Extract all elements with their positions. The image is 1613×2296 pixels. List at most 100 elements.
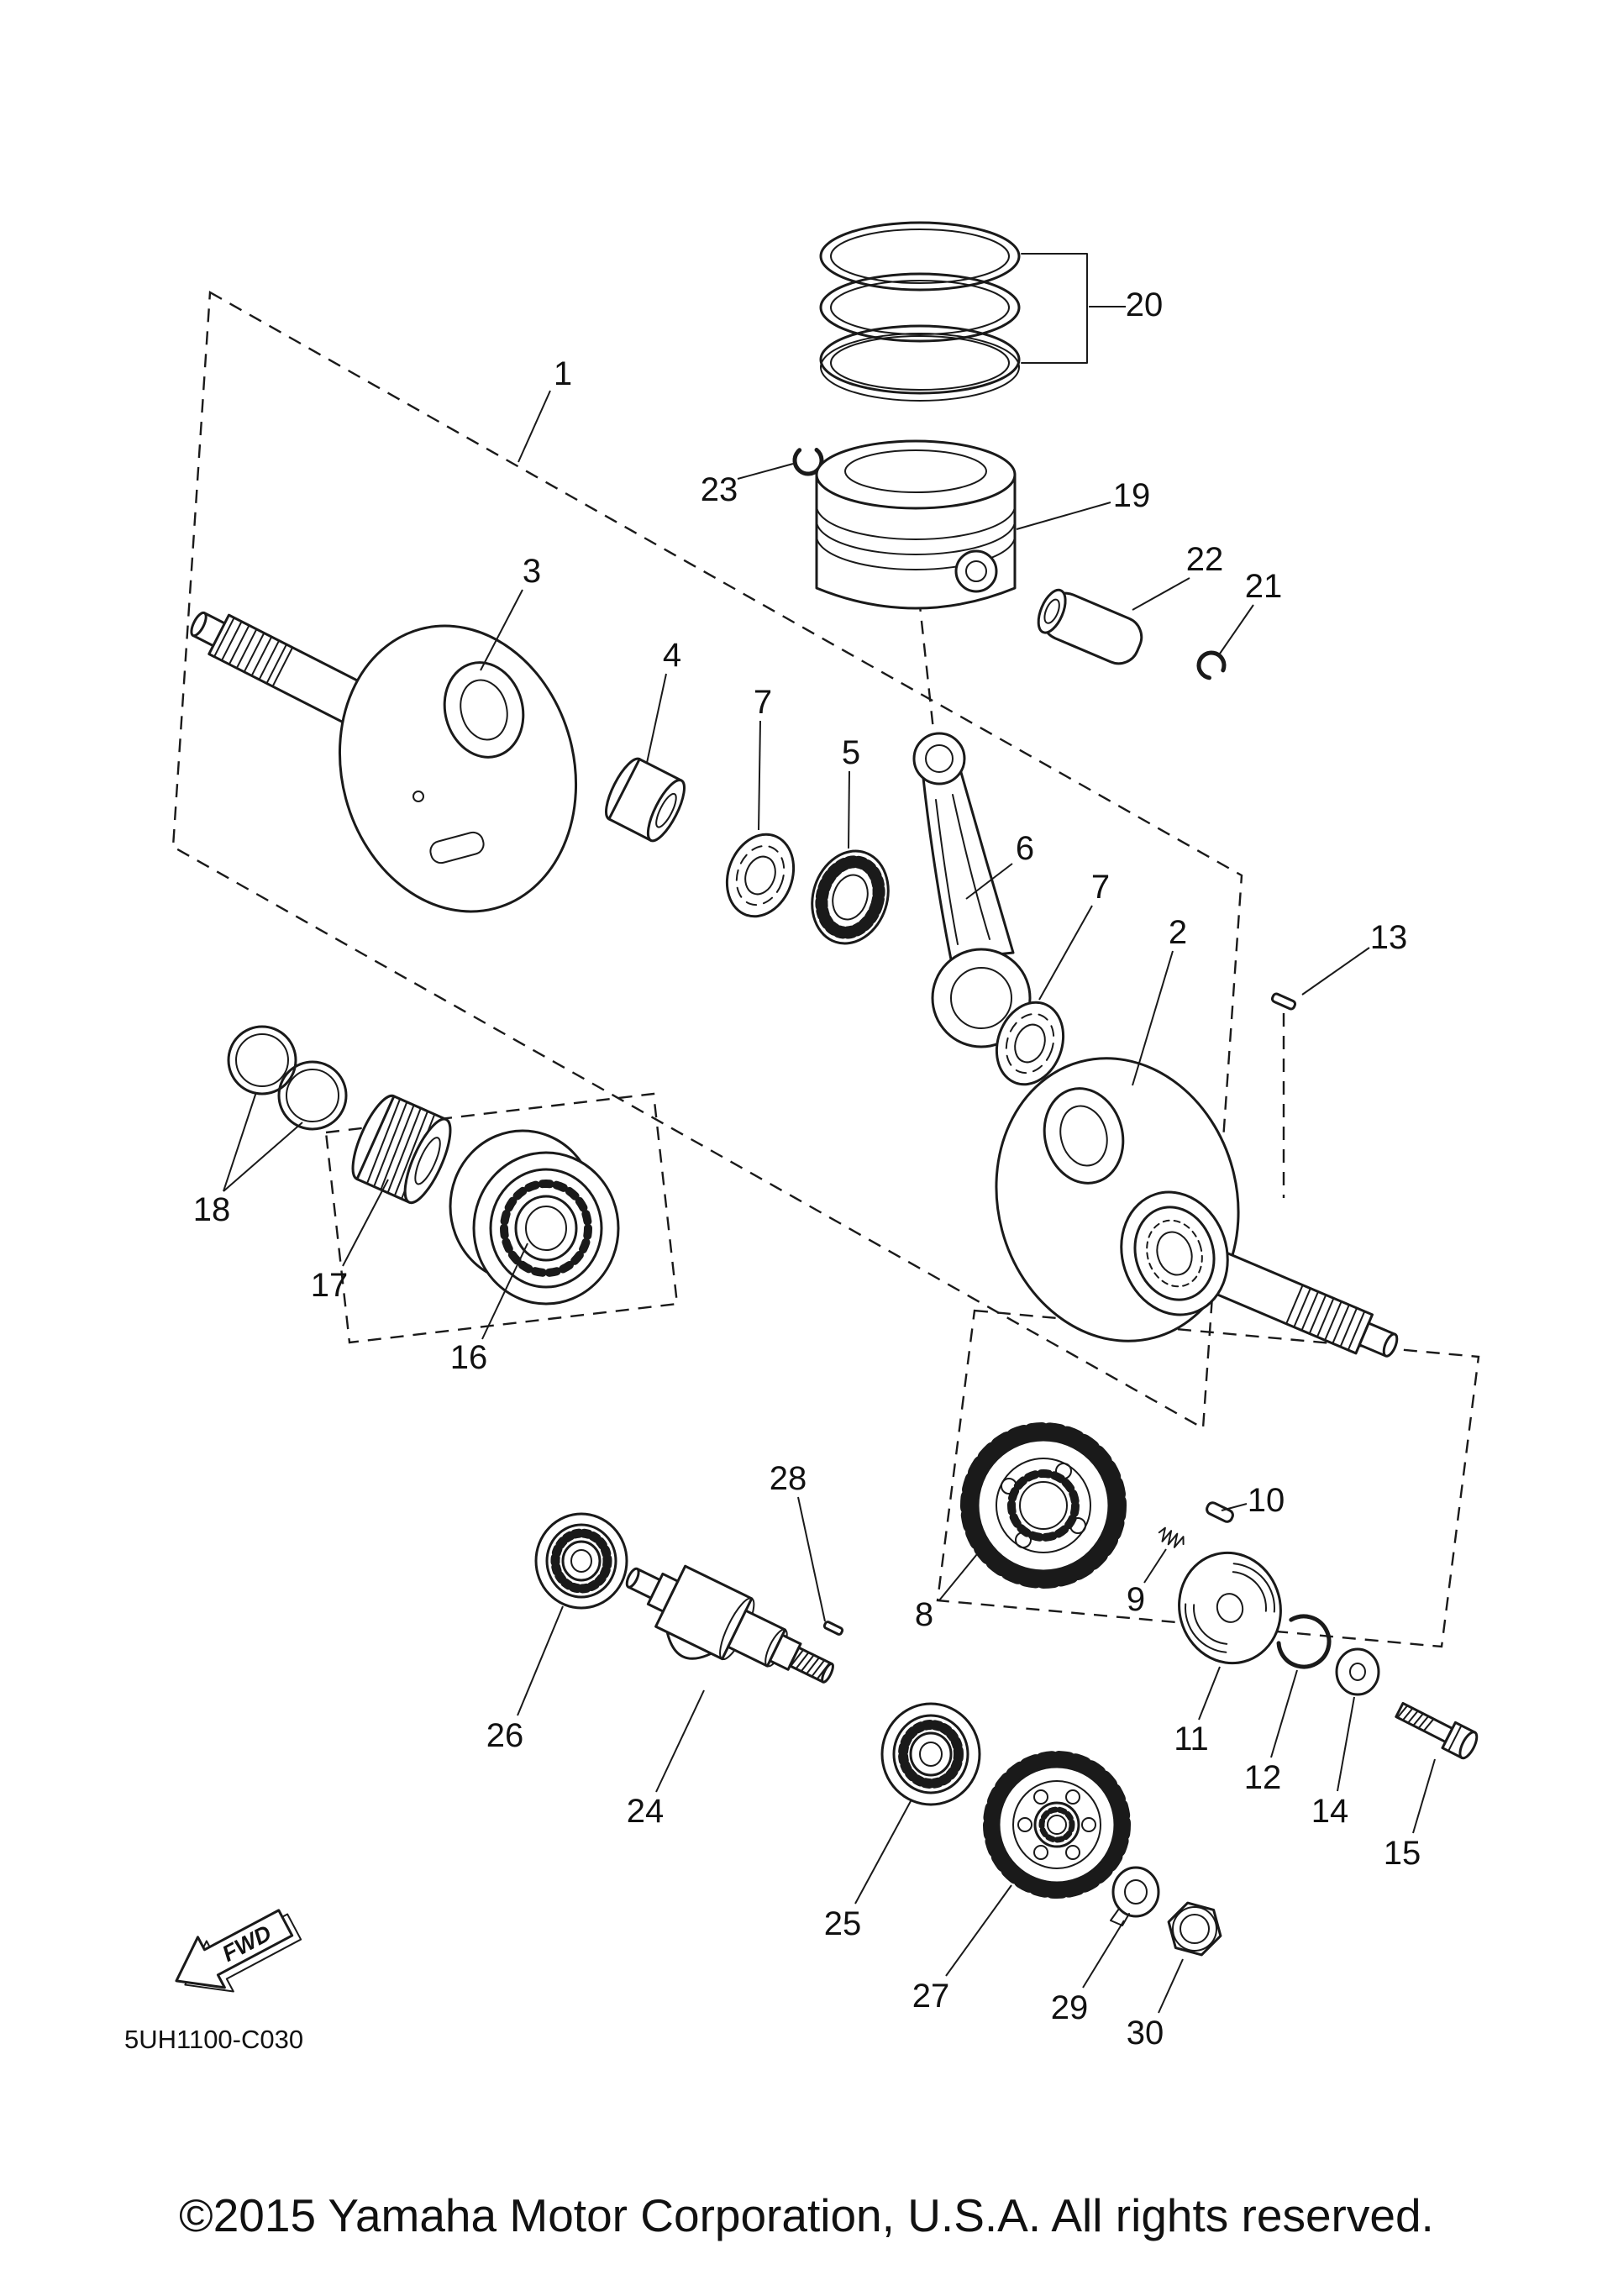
callout-leader-15 [1412,1758,1436,1834]
piston-pin [1037,588,1143,665]
callout-label-9: 9 [1127,1581,1145,1618]
callout-label-4: 4 [663,637,681,674]
plain-washer [1335,1647,1380,1696]
callout-label-18: 18 [193,1191,231,1228]
crank-half-right [995,1057,1399,1358]
big-end-needle-bearing [811,849,890,945]
callout-label-5: 5 [842,734,860,771]
balancer-bearing-right [880,1702,981,1806]
assembly-outline-dashed [171,291,1480,1648]
callout-label-29: 29 [1051,1989,1089,2026]
callout-label-27: 27 [912,1978,950,2015]
callout-leader-17 [342,1179,389,1267]
callout-leader-4 [646,673,667,764]
callout-leader-21 [1219,604,1254,654]
callout-leader-19 [1016,502,1111,530]
callout-leader-29 [1082,1920,1125,1989]
callout-label-16: 16 [450,1339,488,1376]
callout-leader-8 [938,1553,978,1601]
callout-leader-30 [1158,1958,1184,2014]
fwd-arrow: FWD [175,1909,302,1993]
balancer-nut [1167,1901,1222,1957]
callout-leader-6 [965,863,1013,900]
lock-washer [1110,1866,1160,1926]
piston-ring-set [819,221,1088,402]
callout-leader-2 [1132,950,1174,1086]
callout-leader-28 [797,1496,826,1622]
callout-label-24: 24 [627,1793,665,1830]
piston-pin-clip-right [1196,650,1227,680]
retainer-plate [1178,1551,1282,1665]
callout-leader-16 [481,1243,528,1340]
callout-label-8: 8 [915,1596,933,1633]
piston-rod-axis-line [917,597,936,738]
balancer-bearing-left [534,1512,628,1610]
balancer-gear-group-outline [936,1309,1480,1648]
callout-label-6: 6 [1016,830,1034,867]
crank-half-left [190,611,578,913]
callout-leader-7 [1038,905,1093,1001]
callout-label-11: 11 [1174,1721,1209,1757]
callout-label-3: 3 [523,553,541,590]
callout-label-12: 12 [1244,1759,1282,1796]
crankshaft-main-bearing [449,1129,620,1306]
thrust-washer-left [725,833,796,918]
callout-leader-9 [1143,1548,1167,1584]
callout-label-1: 1 [554,355,572,392]
o-rings [227,1025,348,1131]
callout-label-2: 2 [1169,914,1187,951]
copyright-text: ©2015 Yamaha Motor Corporation, U.S.A. A… [179,2189,1434,2241]
callout-label-26: 26 [486,1717,524,1754]
callout-leader-12 [1270,1669,1298,1758]
callout-leader-23 [737,463,794,480]
callout-leader-26 [517,1605,564,1716]
callout-leader-14 [1337,1696,1355,1792]
balancer-key [822,1621,844,1636]
callout-label-17: 17 [311,1267,349,1304]
balancer-driven-gear [983,1751,1131,1899]
callout-leader-18 [223,1122,303,1192]
callout-leader-24 [655,1689,705,1793]
callout-leader-1 [518,390,551,463]
connecting-rod [912,732,1032,1048]
callout-label-10: 10 [1248,1482,1285,1519]
snap-ring [1276,1614,1332,1669]
detent-spring [1158,1526,1185,1548]
flange-bolt [1395,1701,1479,1760]
callout-label-20: 20 [1126,286,1164,323]
diagram-code: 5UH1100-C030 [124,2025,303,2054]
callout-label-14: 14 [1311,1793,1349,1830]
callout-label-23: 23 [701,471,738,508]
callout-label-13: 13 [1370,919,1408,956]
callout-label-7: 7 [754,684,772,721]
threaded-collar [351,1094,452,1205]
callout-label-7: 7 [1091,869,1110,906]
callout-leader-11 [1198,1666,1221,1721]
ring-set-bracket [1021,253,1088,364]
callout-leader-10 [1221,1503,1248,1511]
crankpin-spacer [605,757,686,843]
callout-label-25: 25 [824,1905,862,1942]
thrust-washer-right [995,1001,1065,1086]
piston [815,439,1017,610]
callout-label-30: 30 [1127,2015,1164,2052]
callout-leader-18 [223,1091,257,1192]
callout-label-22: 22 [1186,541,1224,578]
balancer-drive-gear [960,1422,1127,1589]
callout-leader-13 [1301,947,1370,996]
callout-label-15: 15 [1384,1835,1421,1872]
callout-leader-22 [1132,577,1190,611]
callout-label-19: 19 [1113,477,1151,514]
callout-label-28: 28 [770,1460,807,1497]
balancer-shaft [625,1564,834,1684]
bearing-group-outline [324,1092,679,1344]
callout-leader-3 [480,589,523,671]
callout-leader-27 [945,1884,1012,1977]
callout-label-21: 21 [1245,568,1283,605]
callout-leader-7 [758,720,761,831]
callout-leader-25 [854,1800,912,1905]
dowel-pin [1206,1501,1234,1523]
